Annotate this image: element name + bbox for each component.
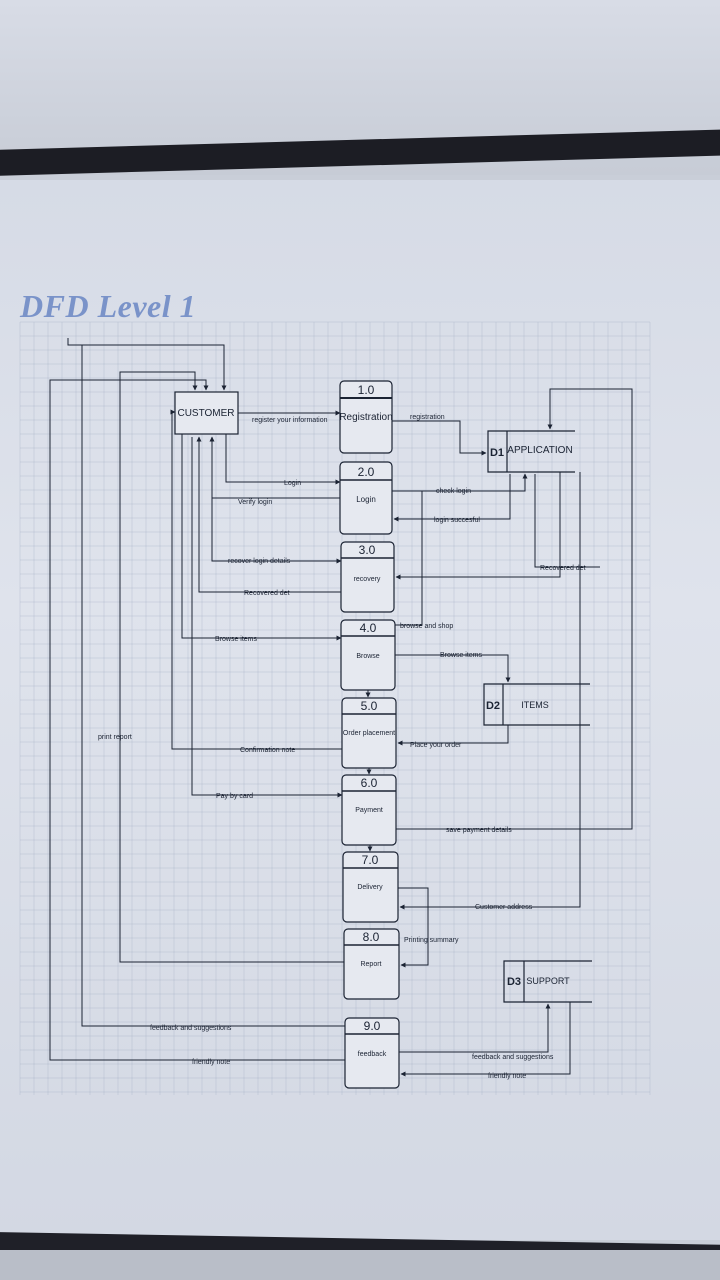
label-print-report: print report	[98, 734, 132, 741]
label-login: Login	[284, 480, 301, 487]
flow-pay-card	[191, 437, 343, 798]
process-recovery-name: recovery	[354, 576, 381, 583]
flow-friendly-left	[49, 379, 345, 1061]
process-order-placement-name: Order placement	[343, 730, 395, 737]
label-registration: registration	[410, 414, 445, 421]
flow-customer-address	[399, 472, 581, 910]
label-place-order: Place your order	[410, 742, 462, 749]
store-support-name: SUPPORT	[526, 976, 570, 986]
process-payment-name: Payment	[355, 807, 383, 814]
process-delivery-number: 7.0	[362, 853, 379, 867]
flow-feedback-left	[67, 338, 345, 1027]
flow-browse-store	[395, 654, 511, 683]
process-order-placement[interactable]: 5.0 Order placement	[341, 697, 397, 769]
store-items[interactable]: D2 ITEMS	[483, 683, 590, 726]
process-recovery-number: 3.0	[359, 543, 376, 557]
label-confirmation: Confirmation note	[240, 747, 295, 754]
flow-print-report	[119, 371, 344, 963]
process-order-placement-number: 5.0	[361, 699, 378, 713]
flow-registration	[392, 420, 487, 456]
process-recovery[interactable]: 3.0 recovery	[340, 541, 395, 613]
flow-friendly-right	[400, 1002, 571, 1077]
label-verify-login: Verify login	[238, 499, 272, 506]
label-feedback-left: feedback and suggestions	[150, 1025, 232, 1032]
flow-recovered-left	[196, 436, 341, 593]
flow-place-order	[397, 725, 509, 746]
label-recover-details: recover login details	[228, 558, 291, 565]
store-application-name: APPLICATION	[507, 445, 572, 456]
flow-login	[225, 434, 341, 485]
store-support[interactable]: D3 SUPPORT	[503, 960, 592, 1003]
process-payment[interactable]: 6.0 Payment	[341, 774, 397, 846]
label-browse-items: Browse items	[215, 636, 258, 643]
process-registration-name: Registration	[339, 412, 392, 423]
flow-printing-summary	[398, 887, 429, 968]
flow-feedback-right	[399, 1003, 551, 1053]
flow-browse-items	[181, 434, 342, 641]
process-payment-number: 6.0	[361, 776, 378, 790]
flow-recovered-right-line	[534, 474, 600, 568]
label-save-payment: save payment details	[446, 827, 512, 834]
process-report-number: 8.0	[363, 930, 380, 944]
flow-check-login	[392, 473, 528, 492]
process-delivery[interactable]: 7.0 Delivery	[342, 851, 399, 923]
flow-verify-login	[209, 436, 340, 499]
process-login-name: Login	[356, 495, 376, 504]
flow-labels: register your information registration L…	[98, 414, 586, 1080]
flow-save-payment	[396, 388, 633, 830]
label-feedback-right: feedback and suggestions	[472, 1054, 554, 1061]
process-login-number: 2.0	[358, 465, 375, 479]
flow-recovered-right	[395, 472, 561, 580]
process-feedback-name: feedback	[358, 1051, 387, 1058]
store-items-code: D2	[486, 700, 500, 712]
store-application[interactable]: D1 APPLICATION	[487, 430, 575, 473]
process-delivery-name: Delivery	[357, 884, 383, 891]
store-support-code: D3	[507, 976, 521, 988]
label-friendly-left: friendly note	[192, 1059, 230, 1066]
process-browse-name: Browse	[356, 653, 379, 660]
page-title: DFD Level 1	[20, 288, 197, 324]
process-report-name: Report	[360, 961, 381, 968]
data-flows	[49, 338, 633, 1077]
flow-recover-details	[211, 498, 342, 564]
label-browse-store: Browse items	[440, 652, 483, 659]
process-report[interactable]: 8.0 Report	[343, 928, 400, 1000]
label-printing-summary: Printing summary	[404, 937, 459, 944]
label-recovered-left: Recovered det	[244, 590, 290, 597]
label-customer-address: Customer address	[475, 904, 533, 911]
customer-entity-label: CUSTOMER	[177, 408, 234, 419]
label-friendly-right: friendly note	[488, 1073, 526, 1080]
process-registration[interactable]: 1.0 Registration	[339, 380, 393, 454]
label-browse-shop: browse and shop	[400, 623, 453, 630]
label-check-login: check login	[436, 488, 471, 495]
flow-login-successful	[393, 474, 511, 522]
process-feedback-number: 9.0	[364, 1019, 381, 1033]
label-recovered-right: Recovered det	[540, 565, 586, 572]
process-registration-number: 1.0	[358, 383, 375, 397]
process-feedback[interactable]: 9.0 feedback	[344, 1017, 400, 1089]
process-browse[interactable]: 4.0 Browse	[340, 619, 396, 691]
process-login[interactable]: 2.0 Login	[339, 461, 393, 535]
customer-entity[interactable]: CUSTOMER	[174, 391, 239, 435]
flow-browse-shop	[395, 491, 423, 626]
label-login-successful: login succesful	[434, 517, 480, 524]
process-browse-number: 4.0	[360, 621, 377, 635]
store-application-code: D1	[490, 447, 504, 459]
label-pay-card: Pay by card	[216, 793, 253, 800]
flow-confirmation	[170, 409, 342, 750]
store-items-name: ITEMS	[521, 700, 549, 710]
label-register: register your information	[252, 417, 328, 424]
desk-surface	[0, 1250, 720, 1280]
